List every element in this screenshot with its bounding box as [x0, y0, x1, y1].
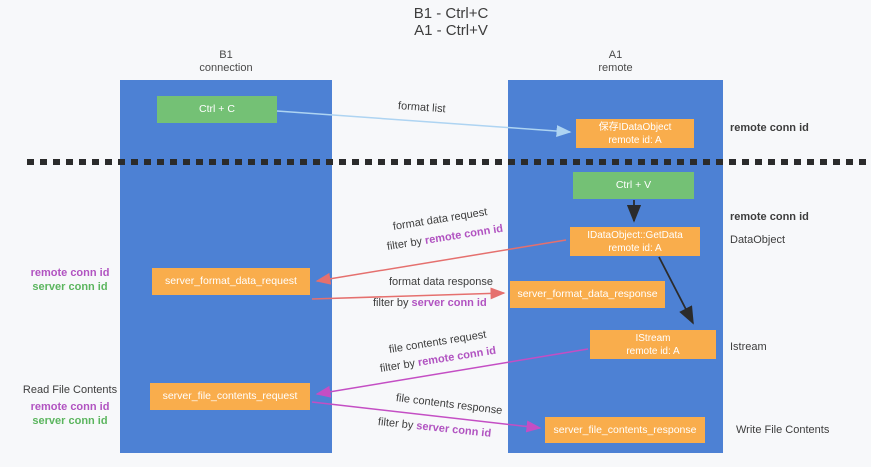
save-idataobject-box: 保存IDataObject remote id: A	[576, 119, 694, 148]
a1-header-role: remote	[598, 62, 633, 74]
left-conn-id-stack-2: remote conn id server conn id	[15, 400, 125, 428]
right-remote-conn-id-2: remote conn id	[730, 211, 809, 223]
server-file-contents-request-box: server_file_contents_request	[150, 383, 310, 410]
idataobject-getdata-box: IDataObject::GetData remote id: A	[570, 227, 700, 256]
server-format-data-response-box: server_format_data_response	[510, 281, 665, 308]
right-write-file-contents-label: Write File Contents	[736, 424, 830, 436]
server-format-data-response-label: server_format_data_response	[517, 288, 658, 300]
server-format-data-request-label: server_format_data_request	[165, 275, 297, 287]
filter-by-text: filter by	[377, 416, 417, 432]
right-dataobject-label: DataObject	[730, 234, 786, 246]
istream-box: IStream remote id: A	[590, 330, 716, 359]
label-format-data-response: format data response	[389, 276, 493, 288]
right-istream-label: Istream	[730, 341, 767, 353]
left-conn-id-stack-1: remote conn id server conn id	[15, 266, 125, 294]
istream-line1: IStream	[635, 332, 671, 344]
filter-by-text: filter by	[373, 297, 412, 309]
filter-by-text: filter by	[379, 357, 419, 375]
server-file-contents-request-label: server_file_contents_request	[162, 390, 298, 402]
remote-conn-id-text: remote conn id	[424, 222, 504, 247]
getdata-line2: remote id: A	[608, 242, 662, 254]
ctrl-v-label: Ctrl + V	[615, 179, 652, 191]
column-header-b1: B1 connection	[120, 49, 332, 75]
label-format-list: format list	[397, 100, 446, 116]
right-remote-conn-id-1: remote conn id	[730, 122, 809, 134]
server-file-contents-response-label: server_file_contents_response	[553, 423, 697, 436]
server-file-contents-response-box: server_file_contents_response	[545, 417, 705, 443]
a1-header-name: A1	[608, 49, 623, 61]
filter-by-text: filter by	[386, 235, 426, 253]
b1-header-role: connection	[199, 62, 253, 74]
label-filter-server-2: filter by server conn id	[377, 416, 491, 440]
server-conn-id-text: server conn id	[415, 420, 492, 440]
left-remote-conn-id-1: remote conn id	[30, 267, 110, 279]
istream-line2: remote id: A	[626, 345, 680, 357]
server-format-data-request-box: server_format_data_request	[152, 268, 310, 295]
left-remote-conn-id-2: remote conn id	[30, 401, 110, 413]
title-line-2: A1 - Ctrl+V	[414, 22, 488, 39]
column-header-a1: A1 remote	[508, 49, 723, 75]
save-idataobject-line2: remote id: A	[608, 134, 662, 146]
left-server-conn-id-2: server conn id	[32, 415, 108, 427]
b1-header-name: B1	[219, 49, 233, 61]
ctrl-v-box: Ctrl + V	[573, 172, 694, 199]
getdata-line1: IDataObject::GetData	[587, 229, 683, 241]
ctrl-c-label: Ctrl + C	[199, 103, 235, 115]
left-read-file-contents-label: Read File Contents	[22, 384, 118, 396]
left-server-conn-id-1: server conn id	[32, 281, 108, 293]
save-idataobject-line1: 保存IDataObject	[598, 121, 672, 133]
label-file-contents-response: file contents response	[395, 392, 503, 417]
diagram-title: B1 - Ctrl+C A1 - Ctrl+V	[351, 5, 551, 39]
phase-separator-dashed-line	[27, 159, 871, 165]
server-conn-id-text: server conn id	[411, 297, 487, 309]
label-filter-server-1: filter by server conn id	[373, 297, 487, 309]
title-line-1: B1 - Ctrl+C	[413, 5, 489, 22]
ctrl-c-box: Ctrl + C	[157, 96, 277, 123]
